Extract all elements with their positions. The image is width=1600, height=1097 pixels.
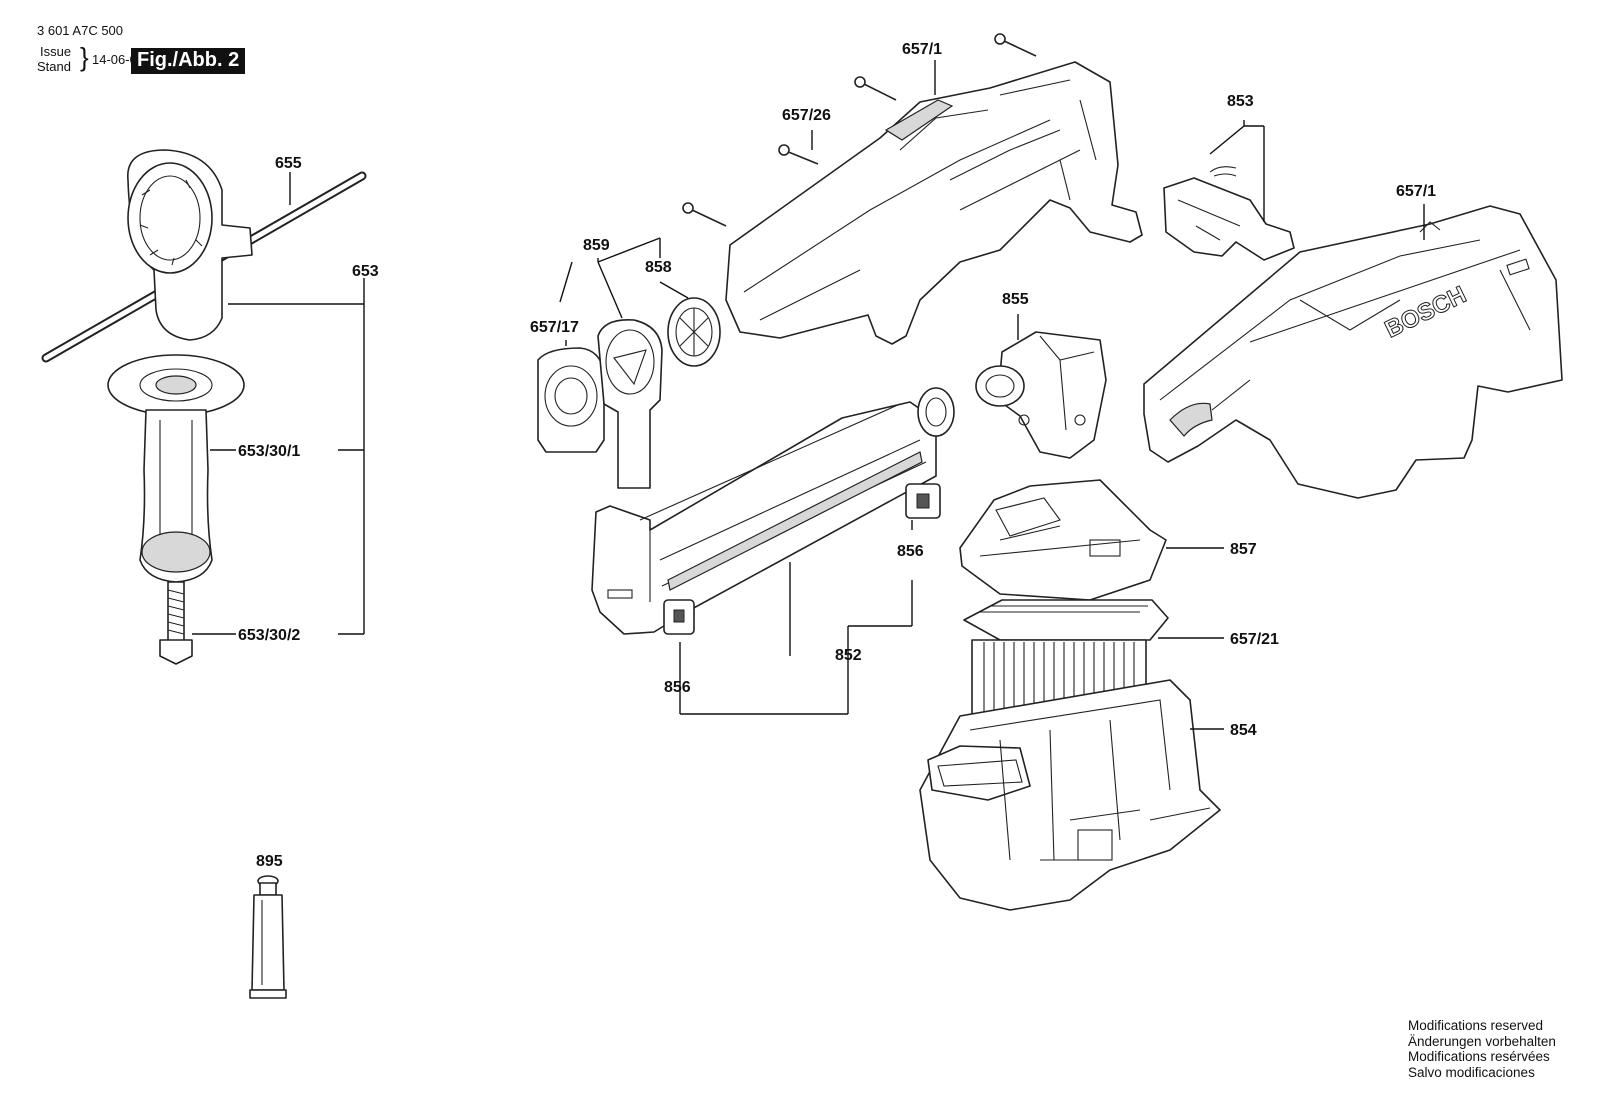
- dust-seals-859-858-657-17: [537, 237, 721, 489]
- label-857: 857: [1230, 541, 1257, 558]
- latch-853: [1163, 120, 1295, 261]
- side-handle-grip: [107, 354, 245, 583]
- label-653: 653: [352, 263, 379, 280]
- part-labels: 655 653 653/30/1 653/30/2 895 657/1 657/…: [238, 41, 1436, 870]
- modifications-line-fr: Modifications resérvées: [1408, 1049, 1550, 1064]
- label-657-1-top: 657/1: [902, 41, 942, 58]
- stand-label: Stand: [37, 59, 71, 74]
- label-657-21: 657/21: [1230, 631, 1279, 648]
- label-854: 854: [1230, 722, 1257, 739]
- modifications-line-en: Modifications reserved: [1408, 1018, 1544, 1033]
- grease-tube-895: [249, 875, 287, 999]
- issue-label: Issue: [40, 44, 72, 59]
- label-657-17: 657/17: [530, 319, 579, 336]
- modifications-line-es: Salvo modificaciones: [1408, 1064, 1535, 1080]
- elbow-connector-855: [975, 314, 1107, 459]
- label-859: 859: [583, 237, 610, 254]
- label-853: 853: [1227, 93, 1254, 110]
- label-657-1-right: 657/1: [1396, 183, 1436, 200]
- label-858: 858: [645, 259, 672, 276]
- side-handle-clamp-655: [41, 149, 367, 363]
- housing-half-657-1-top: [725, 60, 1143, 345]
- brace-mark: }: [80, 42, 89, 72]
- label-856-upper: 856: [897, 543, 924, 560]
- dust-container-854: [919, 679, 1224, 911]
- housing-657-1-right: BOSCH: [1143, 204, 1563, 499]
- document-number: 3 601 A7C 500: [37, 23, 124, 38]
- label-856-lower: 856: [664, 679, 691, 696]
- label-657-26: 657/26: [782, 107, 831, 124]
- screws-657-26: [682, 33, 1037, 227]
- label-855: 855: [1002, 291, 1029, 308]
- telescopic-tube-852: [591, 387, 955, 715]
- figure-badge: Fig./Abb. 2: [131, 48, 246, 74]
- filter-cover-857: [959, 479, 1224, 601]
- modifications-line-de: Änderungen vorbehalten: [1408, 1033, 1556, 1049]
- bracket-653: [192, 172, 365, 635]
- label-852: 852: [835, 647, 862, 664]
- handle-bolt: [159, 581, 193, 665]
- modifications-note: Modifications reserved Änderungen vorbeh…: [1408, 1018, 1556, 1080]
- label-895: 895: [256, 853, 283, 870]
- label-653-30-1: 653/30/1: [238, 443, 300, 460]
- label-655: 655: [275, 155, 302, 172]
- label-653-30-2: 653/30/2: [238, 627, 300, 644]
